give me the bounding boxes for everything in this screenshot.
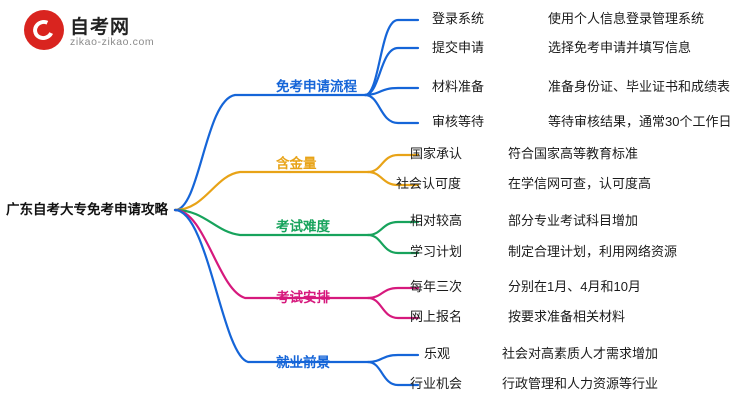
leaf-detail-1-4: 等待审核结果，通常30个工作日 (548, 114, 732, 129)
branch-label-2[interactable]: 含金量 (276, 156, 317, 171)
leaf-detail-2-2: 在学信网可查，认可度高 (508, 176, 652, 191)
leaf-detail-5-1: 社会对高素质人才需求增加 (502, 346, 659, 361)
leaf-detail-3-1: 部分专业考试科目增加 (508, 213, 639, 228)
leaf-detail-2-1: 符合国家高等教育标准 (508, 146, 639, 161)
leaf-detail-5-2: 行政管理和人力资源等行业 (502, 376, 659, 391)
leaf-detail-1-3: 准备身份证、毕业证书和成绩表 (548, 79, 731, 94)
leaf-detail-1-1: 使用个人信息登录管理系统 (548, 11, 705, 26)
leaf-detail-3-2: 制定合理计划，利用网络资源 (508, 244, 678, 259)
swoosh-circle-icon (24, 10, 64, 50)
leaf-detail-1-2: 选择免考申请并填写信息 (548, 40, 692, 55)
branch-label-5[interactable]: 就业前景 (276, 355, 330, 370)
mindmap-root-node[interactable]: 广东自考大专免考申请攻略 (6, 202, 168, 217)
logo-brand-text: 自考网 (70, 17, 131, 38)
leaf-detail-4-1: 分别在1月、4月和10月 (508, 279, 641, 294)
sub-label-4-2[interactable]: 网上报名 (410, 309, 463, 324)
sub-label-1-3[interactable]: 材料准备 (432, 79, 485, 94)
sub-label-2-2[interactable]: 社会认可度 (396, 176, 462, 191)
leaf-detail-4-2: 按要求准备相关材料 (508, 309, 626, 324)
sub-label-3-2[interactable]: 学习计划 (410, 244, 463, 259)
site-logo: 自考网 zikao-zikao.com (24, 8, 214, 56)
sub-label-4-1[interactable]: 每年三次 (410, 279, 463, 294)
branch-label-4[interactable]: 考试安排 (276, 290, 330, 305)
branch-label-1[interactable]: 免考申请流程 (276, 79, 357, 94)
branch-label-3[interactable]: 考试难度 (276, 219, 330, 234)
sub-label-1-4[interactable]: 审核等待 (432, 114, 485, 129)
logo-domain-text: zikao-zikao.com (70, 36, 155, 48)
sub-label-2-1[interactable]: 国家承认 (410, 146, 463, 161)
sub-label-5-1[interactable]: 乐观 (424, 346, 451, 361)
sub-label-5-2[interactable]: 行业机会 (410, 376, 463, 391)
sub-label-1-1[interactable]: 登录系统 (432, 11, 485, 26)
sub-label-1-2[interactable]: 提交申请 (432, 40, 485, 55)
sub-label-3-1[interactable]: 相对较高 (410, 213, 463, 228)
